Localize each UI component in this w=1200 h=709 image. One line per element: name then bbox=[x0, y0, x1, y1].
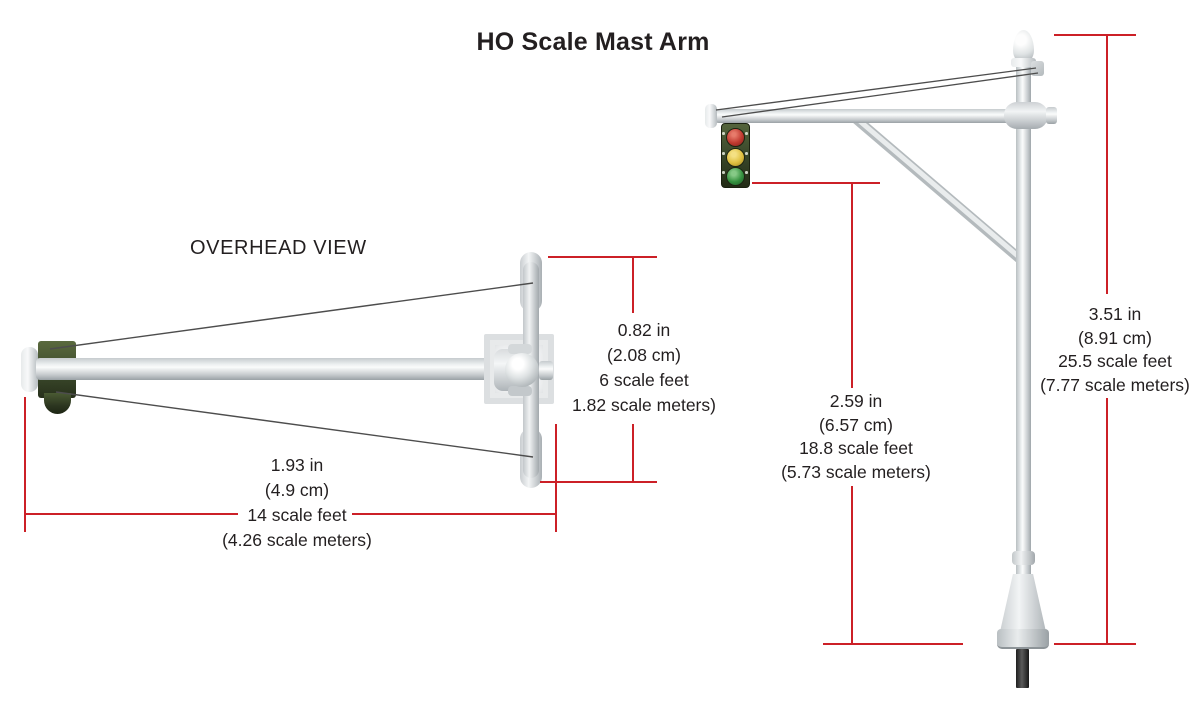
dim-arm-offset-top-tick bbox=[548, 256, 657, 258]
dim-signal-height-bottom-tick bbox=[823, 643, 963, 645]
overhead-mast-arm-tube bbox=[36, 358, 528, 380]
dim-line: 0.82 in bbox=[617, 320, 671, 340]
signal-bolt bbox=[722, 132, 725, 135]
pole-base-band bbox=[997, 629, 1049, 649]
mounting-pin bbox=[1016, 649, 1029, 688]
dim-signal-height-line-upper bbox=[851, 182, 853, 388]
dim-arm-offset-line-upper bbox=[632, 256, 634, 313]
overhead-joint-tab-bottom bbox=[508, 386, 532, 396]
pole-finial bbox=[1013, 30, 1034, 63]
dim-signal-height-line-lower bbox=[851, 486, 853, 645]
dim-total-height-bottom-tick bbox=[1054, 643, 1136, 645]
dim-arm-offset-line-lower bbox=[632, 424, 634, 483]
dim-arm-length-right-tick bbox=[555, 424, 557, 532]
signal-bolt bbox=[745, 152, 748, 155]
dim-line: (5.73 scale meters) bbox=[781, 461, 931, 482]
dim-line: 18.8 scale feet bbox=[799, 438, 913, 458]
overhead-joint-ball bbox=[505, 353, 539, 387]
dim-signal-height-text: 2.59 in (6.57 cm) 18.8 scale feet (5.73 … bbox=[746, 390, 966, 484]
dim-line: (7.77 scale meters) bbox=[1040, 374, 1190, 395]
signal-green-lens bbox=[726, 167, 745, 186]
guy-wire-bracket bbox=[1031, 61, 1044, 76]
dim-line: 6 scale feet bbox=[599, 370, 689, 390]
signal-bolt bbox=[745, 171, 748, 174]
signal-bolt bbox=[722, 152, 725, 155]
pole-lower-collar bbox=[1012, 551, 1035, 565]
signal-bolt bbox=[722, 171, 725, 174]
dim-total-height-text: 3.51 in (8.91 cm) 25.5 scale feet (7.77 … bbox=[1035, 303, 1195, 397]
dim-line: 1.82 scale meters) bbox=[572, 395, 716, 415]
dim-arm-offset-bottom-tick bbox=[540, 481, 657, 483]
dim-line: (2.08 cm) bbox=[607, 345, 681, 365]
signal-red-lens bbox=[726, 128, 745, 147]
signal-bolt bbox=[745, 132, 748, 135]
overhead-guy-wire-bottom bbox=[55, 391, 534, 458]
mast-arm-end-cap bbox=[705, 104, 717, 128]
dim-line: (4.26 scale meters) bbox=[222, 530, 372, 550]
dim-line: 1.93 in bbox=[270, 455, 324, 475]
signal-yellow-lens bbox=[726, 148, 745, 167]
dim-line: 3.51 in bbox=[1088, 304, 1142, 324]
dim-line: (6.57 cm) bbox=[819, 414, 893, 435]
mast-arm-tube bbox=[712, 109, 1017, 123]
diagonal-brace-highlight bbox=[852, 114, 1022, 260]
overhead-arm-end-cap bbox=[21, 347, 38, 392]
dim-total-height-line-upper bbox=[1106, 34, 1108, 294]
dim-line: 25.5 scale feet bbox=[1058, 351, 1172, 371]
overhead-joint-tab-top bbox=[508, 344, 532, 354]
dim-total-height-line-lower bbox=[1106, 398, 1108, 645]
dim-total-height-top-tick bbox=[1054, 34, 1136, 36]
dim-arm-length-line-left bbox=[24, 513, 238, 515]
dim-arm-length-line-right bbox=[352, 513, 557, 515]
overhead-pole-stub bbox=[539, 361, 553, 380]
dim-arm-offset-text: 0.82 in (2.08 cm) 6 scale feet 1.82 scal… bbox=[544, 318, 744, 418]
arm-joint-stub bbox=[1046, 107, 1057, 124]
page-title: HO Scale Mast Arm bbox=[476, 28, 710, 56]
pole-shaft bbox=[1016, 60, 1031, 588]
dim-signal-height-top-tick bbox=[752, 182, 880, 184]
dim-arm-length-text: 1.93 in (4.9 cm) 14 scale feet (4.26 sca… bbox=[186, 453, 408, 553]
dim-arm-length-left-tick bbox=[24, 397, 26, 532]
dim-line: 2.59 in bbox=[829, 391, 883, 411]
overhead-guy-wire-top bbox=[49, 282, 534, 350]
overhead-view-label: OVERHEAD VIEW bbox=[190, 237, 367, 259]
dim-line: (4.9 cm) bbox=[264, 480, 330, 500]
side-guy-wire-lower bbox=[721, 72, 1039, 118]
side-guy-wire-upper bbox=[715, 67, 1037, 111]
dim-line: (8.91 cm) bbox=[1078, 327, 1152, 348]
arm-joint-collar bbox=[1004, 102, 1048, 129]
overhead-signal-visor bbox=[44, 393, 71, 414]
dim-line: 14 scale feet bbox=[247, 505, 347, 525]
finial-collar bbox=[1011, 58, 1036, 67]
